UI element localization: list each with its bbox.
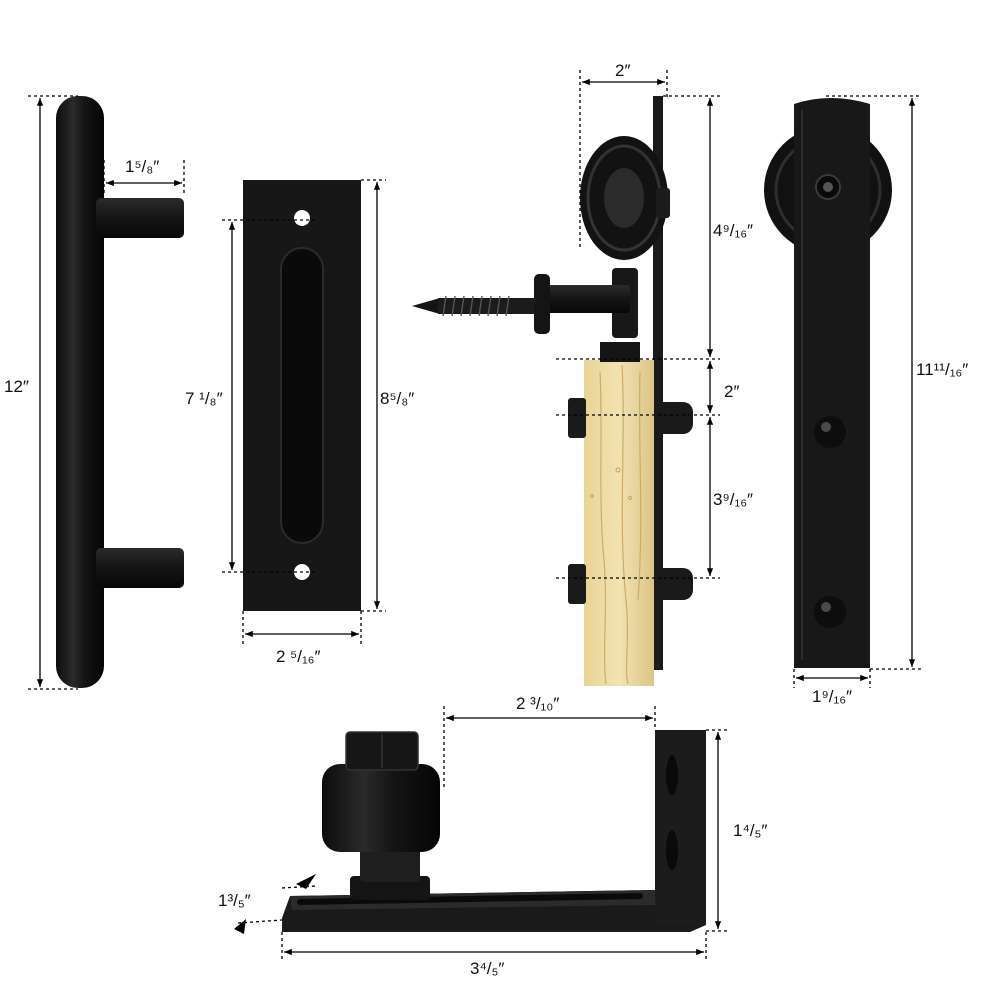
plate-screw-hole-top xyxy=(294,210,310,226)
floor-guide-base-thickness-dimension xyxy=(234,874,317,934)
handle-standoff-top xyxy=(96,198,184,238)
side-view-depth-dimension xyxy=(579,70,668,250)
acorn-nut-lower xyxy=(663,568,693,600)
bracket-upright xyxy=(655,730,706,925)
bolt-head-lower xyxy=(568,564,586,604)
base-slot xyxy=(297,893,643,905)
side-view-vertical-dimensions xyxy=(556,95,720,579)
guide-roller xyxy=(322,764,440,852)
hanger-height-label: 11¹¹/₁₆″ xyxy=(916,360,968,379)
acorn-nut-upper xyxy=(663,402,693,434)
lag-screw xyxy=(412,295,534,317)
plate-width-dimension xyxy=(242,611,362,645)
hanger-strap-front-view xyxy=(764,98,892,668)
handle-length-label: 12″ xyxy=(4,377,29,396)
door-pull-handle xyxy=(56,96,184,688)
flush-pull-plate xyxy=(243,180,361,611)
side-view-bolt-spacing-label: 3⁹/₁₆″ xyxy=(713,490,753,509)
floor-guide-roller-offset-dimension xyxy=(443,706,656,790)
hanger-height-dimension xyxy=(826,95,922,670)
plate-width-label: 2 ⁵/₁₆″ xyxy=(276,647,321,666)
floor-guide xyxy=(282,730,706,932)
handle-length-dimension xyxy=(28,95,78,690)
hanger-bolt-lower xyxy=(814,596,846,628)
handle-bar xyxy=(56,96,104,688)
floor-guide-roller-offset-label: 2 ³/₁₀″ xyxy=(516,694,559,713)
floor-guide-length-label: 3⁴/₅″ xyxy=(470,959,504,978)
roller-hanger-side-view xyxy=(412,96,693,686)
hanger-width-label: 1⁹/₁₆″ xyxy=(812,687,852,706)
bolt-head-upper xyxy=(568,398,586,438)
plate-height-dimension xyxy=(361,179,386,612)
floor-guide-length-dimension xyxy=(281,932,707,962)
bracket-slot-upper xyxy=(666,755,678,795)
wood-grain xyxy=(589,364,642,685)
plate-hole-spacing-dimension xyxy=(222,219,316,573)
handle-standoff-bottom xyxy=(96,548,184,588)
spacer-shaft xyxy=(540,285,630,313)
floor-guide-bracket-height-label: 1⁴/₅″ xyxy=(733,821,767,840)
floor-guide-base-thickness-label: 1³/₅″ xyxy=(218,891,251,910)
floor-guide-bracket-height-dimension xyxy=(706,729,730,932)
hanger-strap-side xyxy=(653,96,663,670)
hanger-strap xyxy=(794,98,870,668)
plate-hole-spacing-label: 7 ¹/₈″ xyxy=(185,389,223,408)
handle-standoff-dimension xyxy=(103,160,185,196)
side-view-upper-label: 4⁹/₁₆″ xyxy=(713,221,753,240)
hanger-bolt-upper xyxy=(814,416,846,448)
side-view-depth-label: 2″ xyxy=(615,61,630,80)
bracket-slot-lower xyxy=(666,830,678,870)
hanger-width-dimension xyxy=(793,669,871,688)
plate-recess xyxy=(280,247,324,544)
plate-height-label: 8⁵/₈″ xyxy=(380,389,414,408)
handle-standoff-label: 1⁵/₈″ xyxy=(125,157,159,176)
door-top-block xyxy=(600,342,640,362)
door-wood-section xyxy=(584,360,654,686)
spacer-collar xyxy=(534,274,550,334)
side-view-gap-label: 2″ xyxy=(724,382,739,401)
